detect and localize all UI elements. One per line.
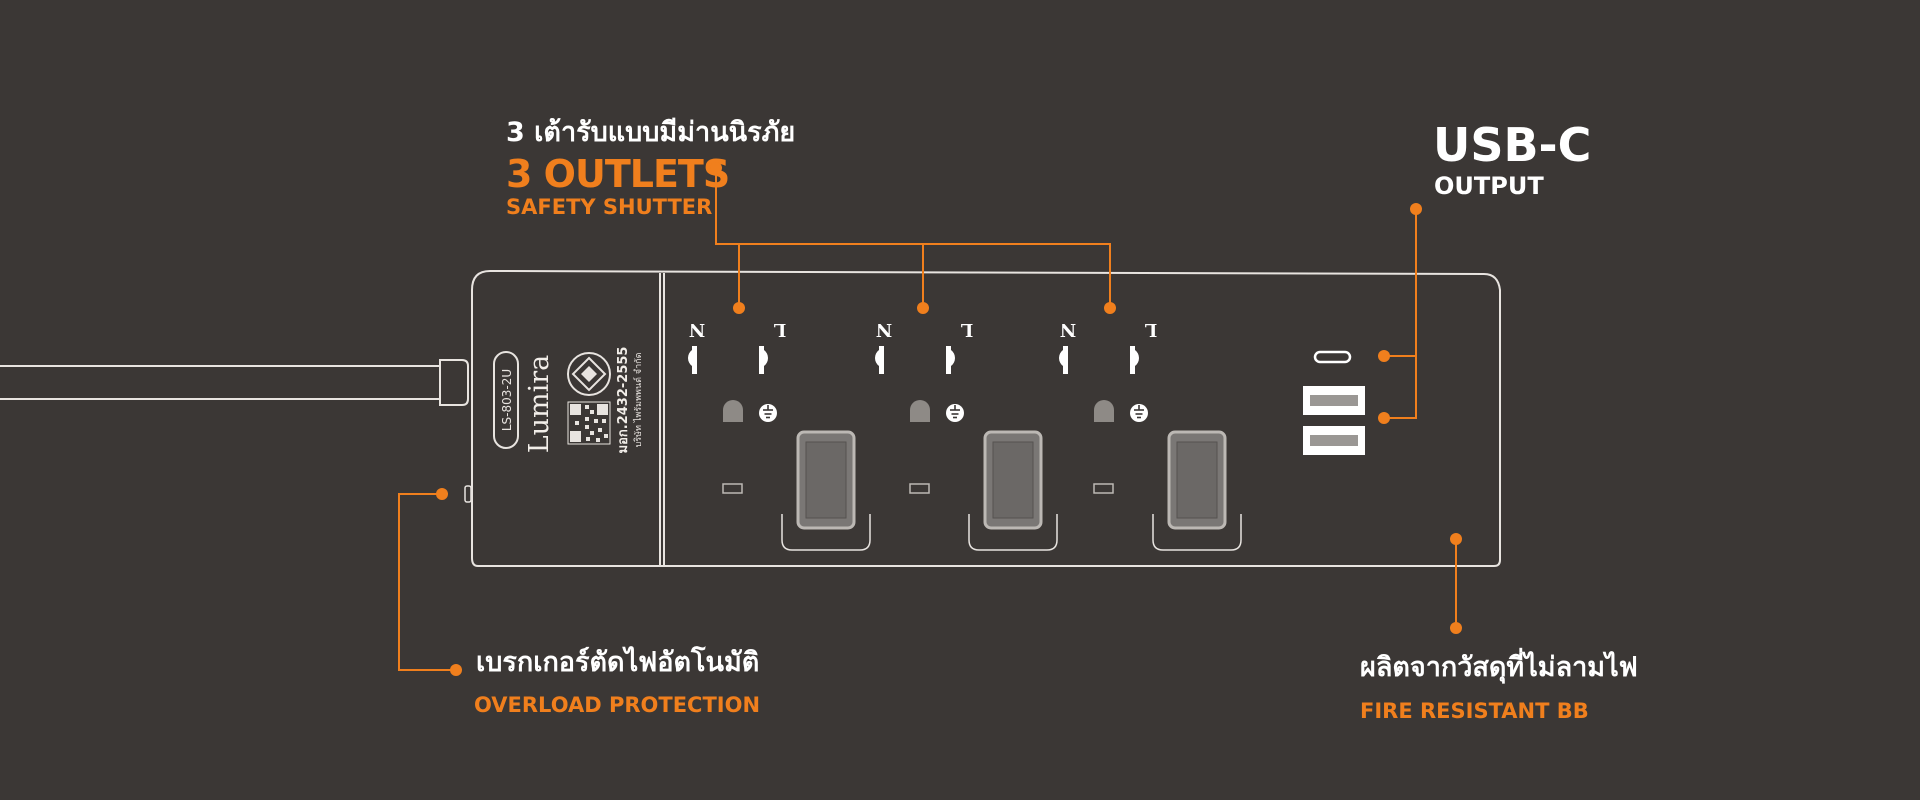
usb-ports — [1303, 350, 1365, 455]
overload-title: OVERLOAD PROTECTION — [474, 693, 761, 717]
model-badge — [493, 351, 519, 449]
callout-lines — [398, 168, 1457, 671]
ground-slot — [723, 400, 743, 422]
neutral-mark: N — [876, 319, 892, 340]
certification-logo — [567, 352, 611, 396]
ground-symbol-icon — [946, 404, 964, 422]
neutral-mark: N — [689, 319, 705, 340]
breaker-button — [464, 485, 472, 503]
ground-slot — [1094, 400, 1114, 422]
live-mark: L — [773, 319, 786, 340]
fire-title: FIRE RESISTANT BB — [1360, 699, 1589, 723]
usb-c-port — [1313, 350, 1352, 364]
outlets-title: 3 OUTLETS — [506, 152, 730, 196]
outlets-thai-label: 3 เต้ารับแบบมีม่านนิรภัย — [506, 117, 796, 148]
outlet-3: N L — [1059, 319, 1242, 551]
ground-symbol-icon — [1130, 404, 1148, 422]
neutral-slot — [875, 346, 884, 374]
usb-subtitle: OUTPUT — [1434, 172, 1544, 200]
callout-dots — [436, 162, 1462, 676]
power-strip-body — [471, 269, 1501, 567]
live-slot — [759, 346, 768, 374]
ground-slot — [910, 400, 930, 422]
live-mark: L — [1144, 319, 1157, 340]
live-slot — [946, 346, 955, 374]
brand-logo: Lumira — [524, 355, 555, 454]
model-number: LS-803-2U — [500, 369, 514, 431]
usb-title: USB-C — [1433, 118, 1592, 172]
fire-thai-label: ผลิตจากวัสดุที่ไม่ลามไฟ — [1360, 652, 1638, 683]
neutral-slot — [1059, 346, 1068, 374]
qr-code — [567, 401, 611, 445]
indicator-light — [722, 483, 743, 494]
company-name: บริษัท ไพรัมพพนต์ จำกัด — [632, 352, 644, 447]
indicator-light — [909, 483, 930, 494]
outlets-subtitle: SAFETY SHUTTER — [506, 195, 713, 219]
outlet-2: N L — [875, 319, 1058, 551]
overload-thai-label: เบรกเกอร์ตัดไฟอัตโนมัติ — [476, 647, 760, 678]
power-cable — [0, 359, 469, 406]
live-mark: L — [960, 319, 973, 340]
live-slot — [1130, 346, 1139, 374]
outlet-1: N L — [688, 319, 871, 551]
ground-symbol-icon — [759, 404, 777, 422]
cert-number: มอก.2432-2555 — [616, 347, 631, 454]
indicator-light — [1093, 483, 1114, 494]
neutral-mark: N — [1060, 319, 1076, 340]
neutral-slot — [688, 346, 697, 374]
